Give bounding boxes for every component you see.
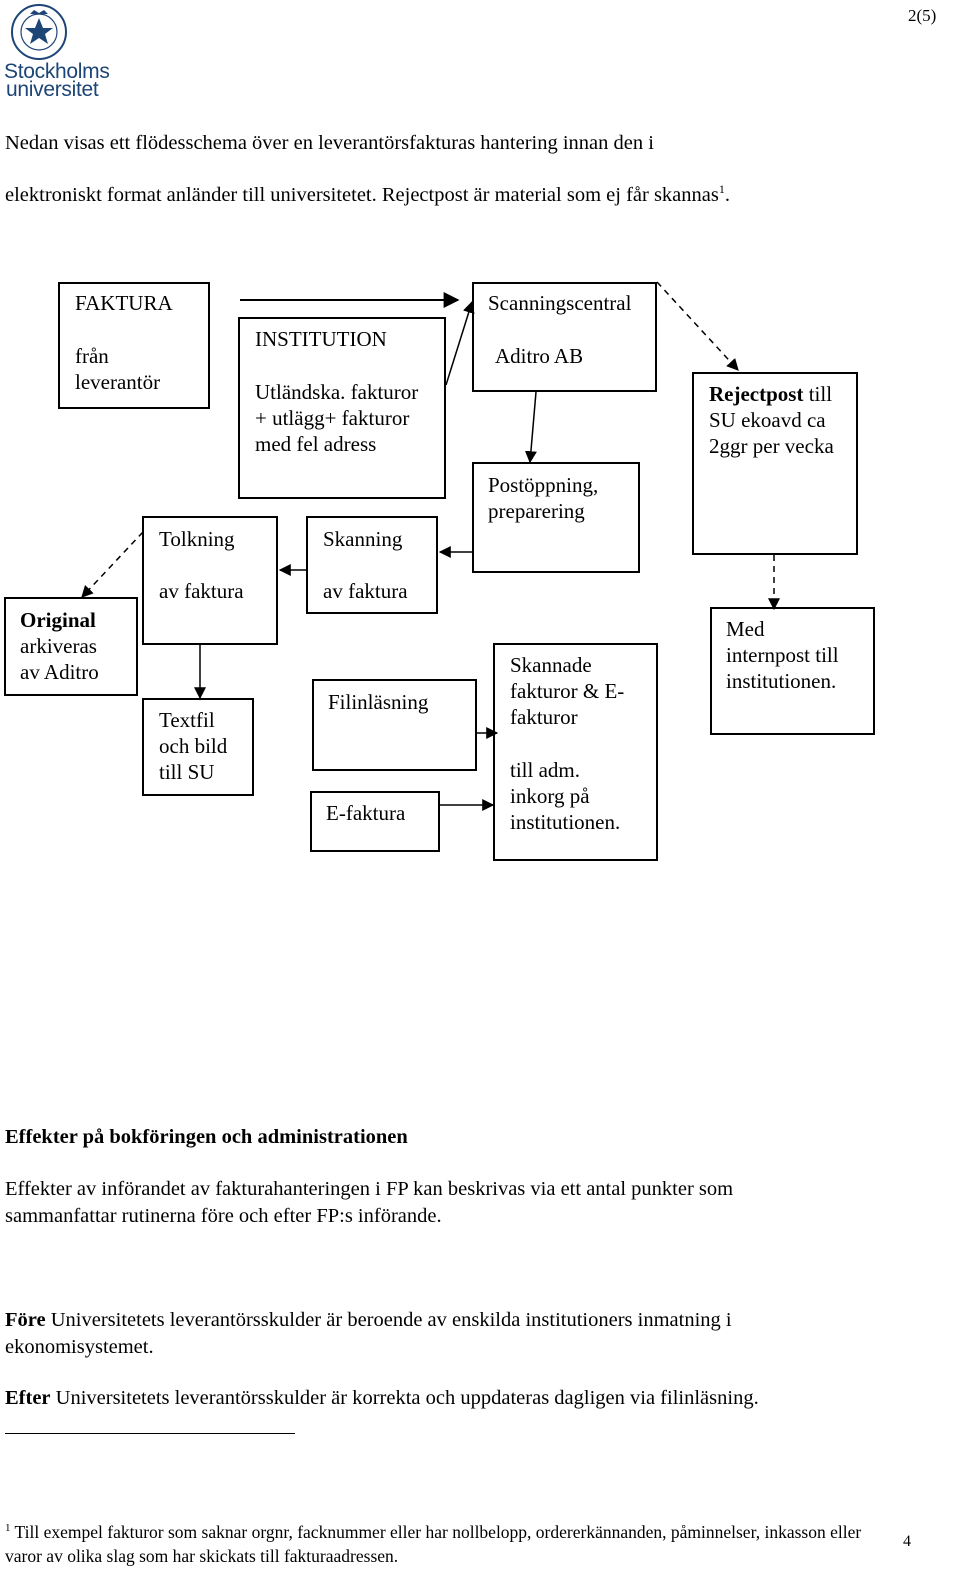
skannade-text: Skannade fakturor & E- fakturor [510, 653, 625, 729]
tolkning-text: av faktura [159, 579, 244, 603]
intro-line-2-text: elektroniskt format anländer till univer… [5, 184, 719, 206]
postoppning-text: Postöppning, preparering [488, 473, 599, 523]
section-intro: Effekter av införandet av fakturahanteri… [5, 1178, 734, 1227]
institution-title: INSTITUTION [255, 327, 387, 351]
box-skannade [493, 643, 658, 861]
skanning-title: Skanning [323, 527, 403, 551]
skanning-text: av faktura [323, 579, 408, 603]
efter-label: Efter [5, 1387, 51, 1409]
box-tolkning [142, 516, 278, 645]
faktura-title: FAKTURA [75, 291, 173, 315]
box-institution [238, 317, 446, 499]
logo-name-line2: universitet [6, 78, 99, 101]
box-textfil [142, 698, 254, 796]
box-rejectpost [692, 372, 858, 555]
efter-text: Universitetets leverantörsskulder är kor… [50, 1387, 759, 1409]
fore-text: Universitetets leverantörsskulder är ber… [5, 1309, 732, 1358]
page-number: 2(5) [908, 6, 937, 25]
footer-page-number: 4 [903, 1533, 911, 1550]
section-heading: Effekter på bokföringen och administrati… [5, 1126, 408, 1148]
efter-paragraph: Efter Universitetets leverantörsskulder … [5, 1385, 905, 1412]
arrow-scanning-to-postoppning [524, 391, 537, 464]
footnote-text: Till exempel fakturor som saknar orgnr, … [5, 1522, 862, 1566]
box-faktura [58, 282, 210, 409]
textfil-text: Textfil och bild till SU [159, 708, 228, 784]
skannade-text-2: till adm. inkorg på institutionen. [510, 758, 621, 834]
box-skanning [306, 516, 438, 614]
box-internpost [710, 607, 875, 735]
institution-text: Utländska. fakturor + utlägg+ fakturor m… [255, 380, 419, 456]
internpost-text: Med internpost till institutionen. [726, 617, 839, 693]
box-scanningscentral [472, 282, 657, 392]
original-bold: Original [20, 608, 96, 632]
rejectpost-bold: Rejectpost [709, 382, 804, 406]
footnote: 1 Till exempel fakturor som saknar orgnr… [5, 1520, 885, 1568]
scanningscentral-title: Scanningscentral [488, 291, 632, 315]
box-original [4, 597, 138, 696]
university-seal-icon [11, 4, 67, 60]
arrow-institution-to-scanning [445, 300, 475, 386]
scanningscentral-text: Aditro AB [495, 344, 584, 368]
arrow-tolkning-to-original [81, 531, 144, 598]
box-efaktura [310, 791, 440, 852]
logo-name-line1: Stockholms [4, 60, 110, 83]
intro-line-2-end: . [724, 184, 730, 206]
original-text: arkiveras av Aditro [20, 634, 99, 684]
footnote-marker: 1 [5, 1522, 11, 1535]
filinlasning-text: Filinläsning [328, 690, 429, 714]
fore-paragraph: Före Universitetets leverantörsskulder ä… [5, 1307, 805, 1361]
university-logo: Stockholms universitet [4, 2, 124, 101]
arrow-scanning-to-rejectpost [656, 281, 739, 371]
box-filinlasning [312, 679, 477, 771]
rejectpost-title: Rejectpost till [709, 381, 832, 407]
rejectpost-rest: till [803, 382, 833, 406]
faktura-text: från leverantör [75, 344, 161, 394]
footnote-separator [5, 1433, 295, 1434]
box-postoppning [472, 462, 640, 573]
footnote-ref: 1 [718, 182, 725, 197]
intro-line-2: elektroniskt format anländer till univer… [5, 182, 730, 209]
rejectpost-text: SU ekoavd ca 2ggr per vecka [709, 408, 834, 458]
intro-line-1: Nedan visas ett flödesschema över en lev… [5, 132, 654, 154]
tolkning-title: Tolkning [159, 527, 235, 551]
fore-label: Före [5, 1309, 46, 1331]
efaktura-text: E-faktura [326, 801, 406, 825]
